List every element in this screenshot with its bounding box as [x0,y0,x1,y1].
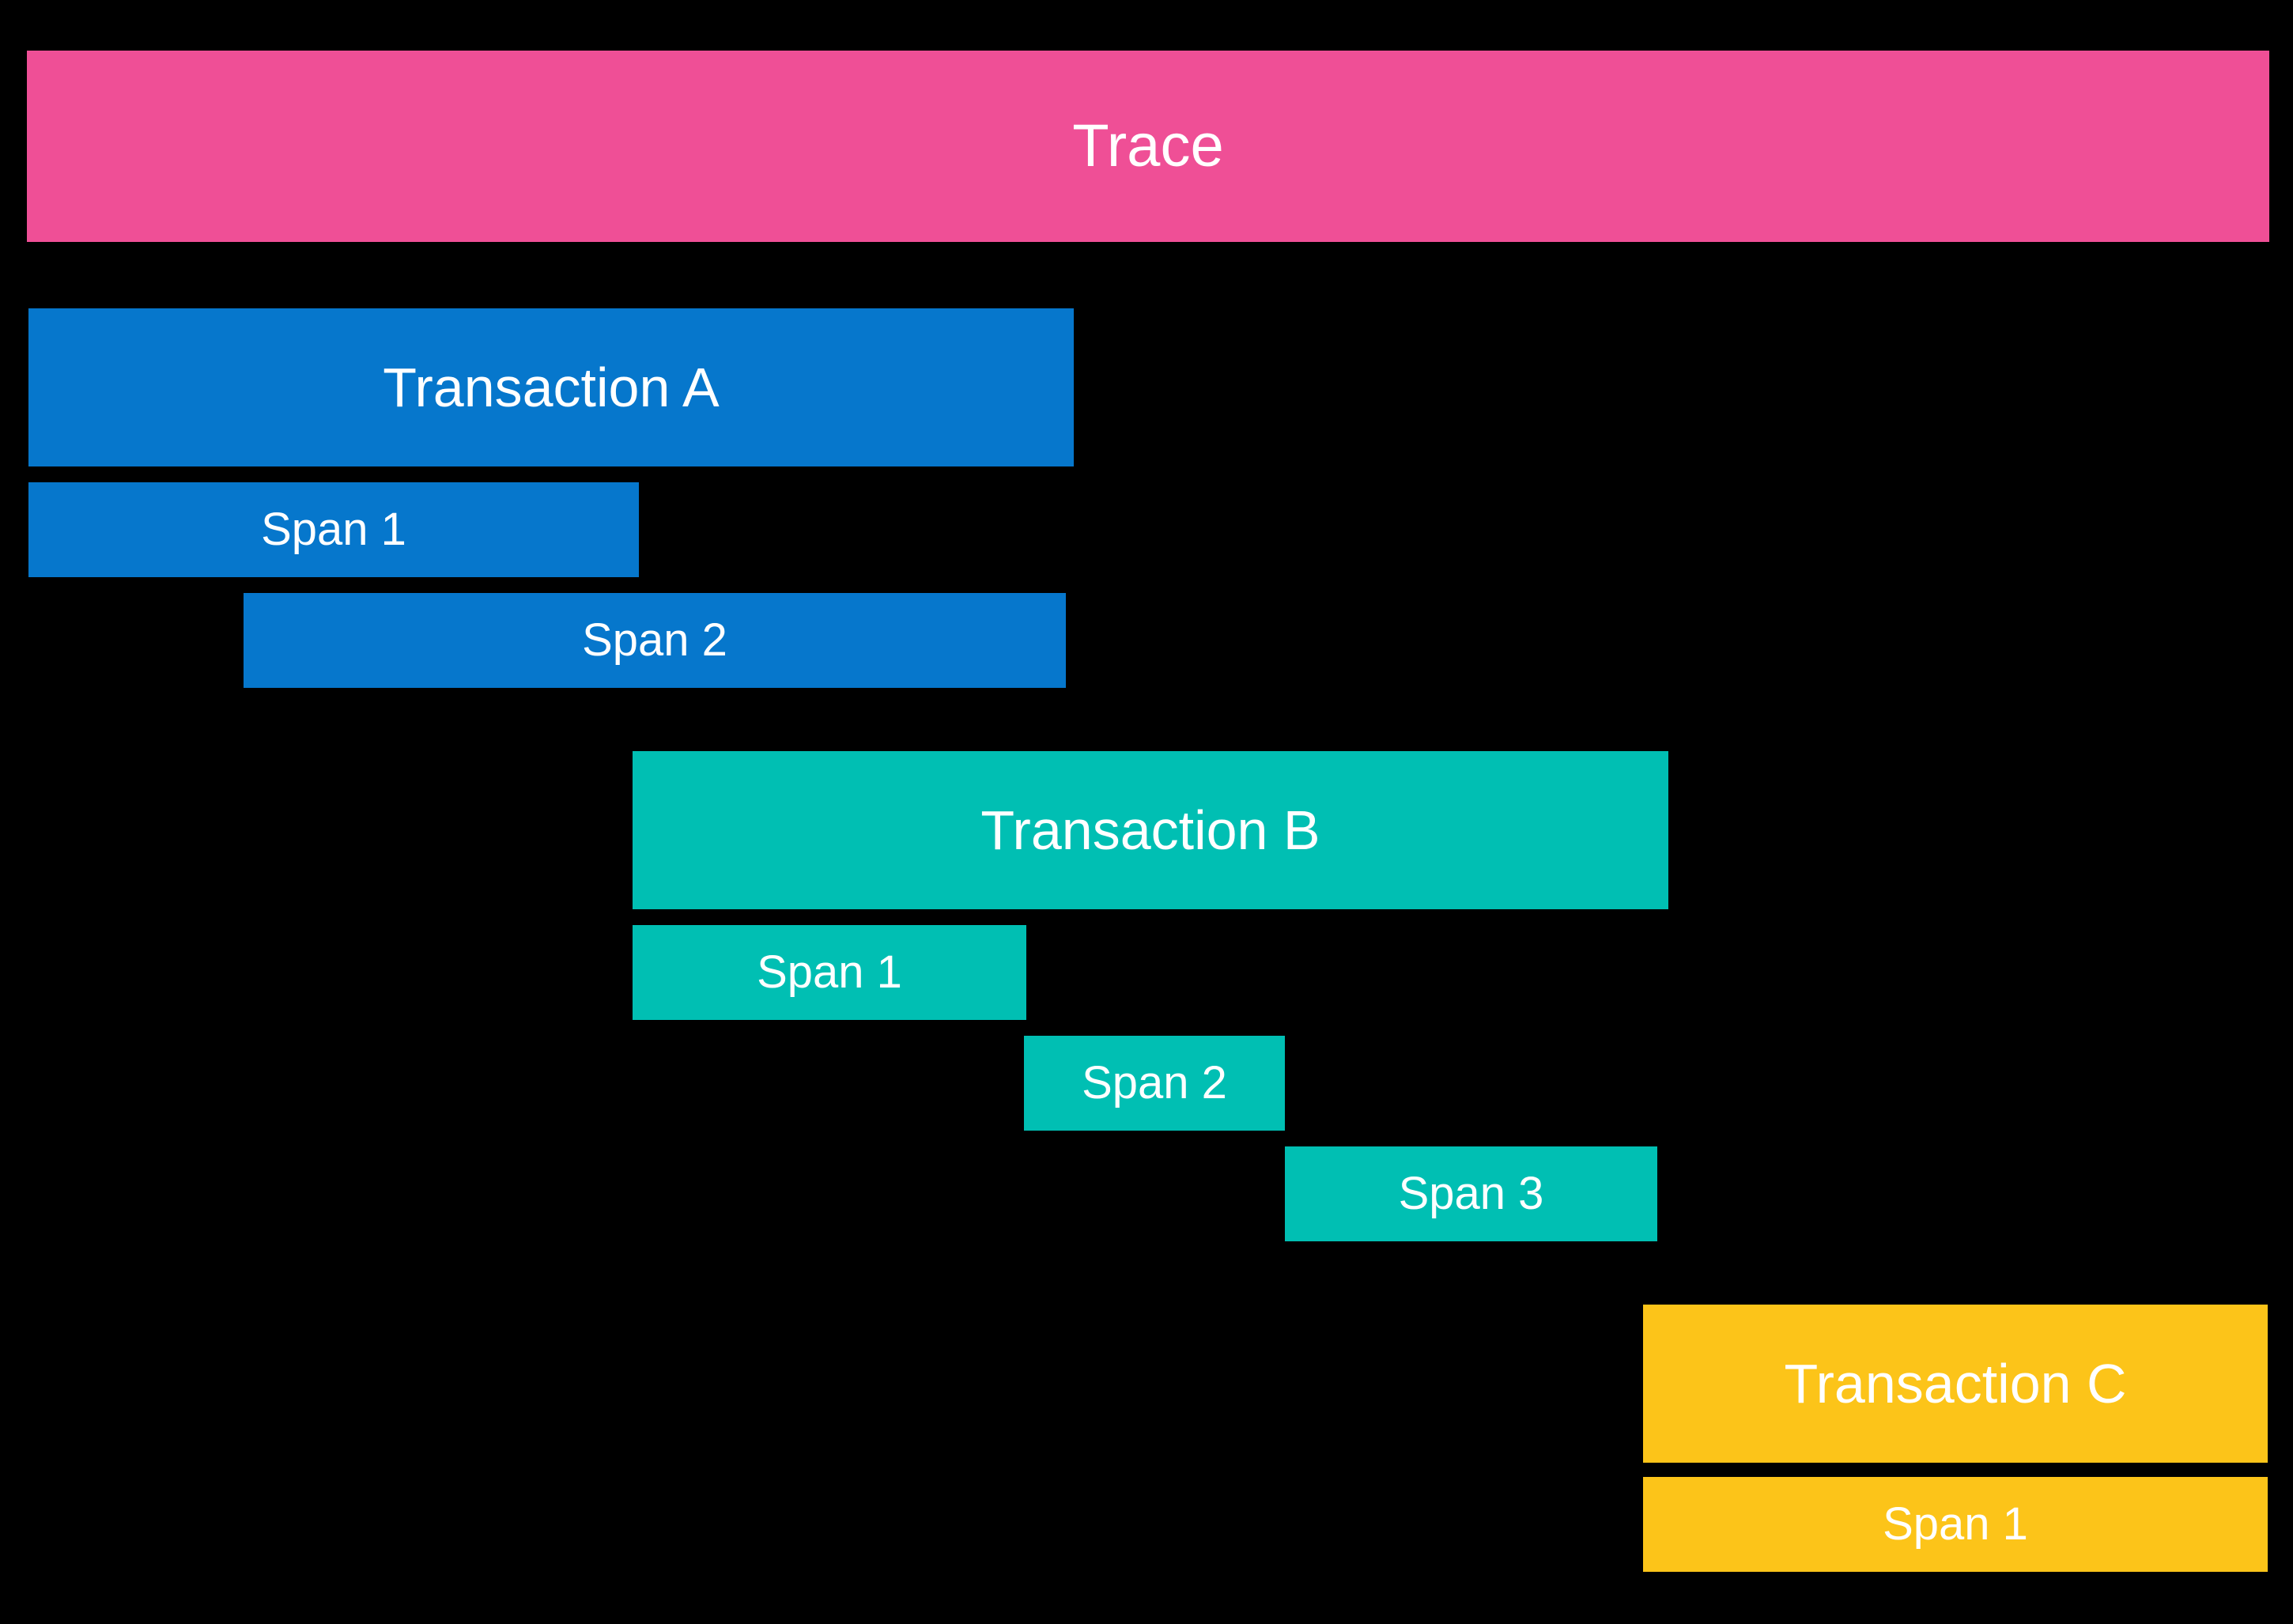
transaction-b-span-1-label: Span 1 [757,946,902,998]
transaction-a-span-2-bar[interactable]: Span 2 [244,593,1066,688]
transaction-c-bar[interactable]: Transaction C [1643,1305,2268,1463]
transaction-a-span-1-label: Span 1 [261,504,406,555]
transaction-c-span-1-label: Span 1 [1883,1498,2028,1550]
transaction-b-bar[interactable]: Transaction B [633,751,1668,909]
transaction-c-label: Transaction C [1784,1353,2127,1414]
transaction-a-bar[interactable]: Transaction A [28,308,1074,466]
transaction-a-span-2-label: Span 2 [582,614,727,666]
transaction-c-span-1-bar[interactable]: Span 1 [1643,1477,2268,1572]
transaction-a-label: Transaction A [383,357,720,418]
transaction-b-span-3-bar[interactable]: Span 3 [1285,1146,1657,1241]
transaction-b-label: Transaction B [980,799,1320,861]
transaction-b-span-3-label: Span 3 [1398,1168,1544,1219]
transaction-b-span-2-label: Span 2 [1082,1057,1227,1108]
transaction-b-span-1-bar[interactable]: Span 1 [633,925,1026,1020]
transaction-a-span-1-bar[interactable]: Span 1 [28,482,639,577]
transaction-b-span-2-bar[interactable]: Span 2 [1024,1036,1285,1131]
trace-bar[interactable]: Trace [27,51,2269,242]
trace-label: Trace [1072,112,1224,179]
